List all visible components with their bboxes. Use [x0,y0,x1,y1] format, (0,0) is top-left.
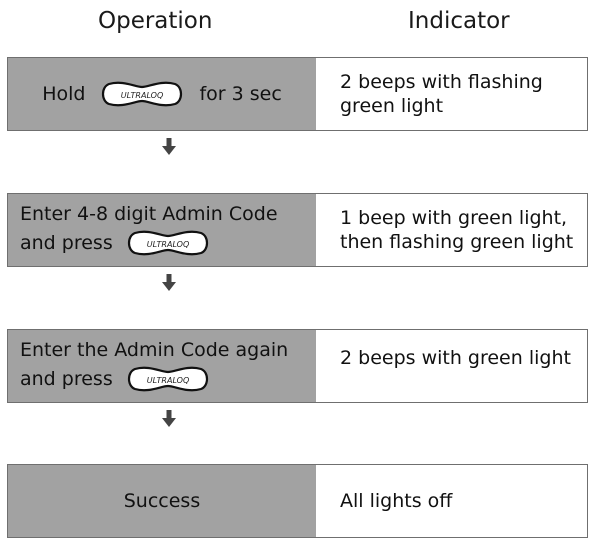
step-1-indicator-text: 2 beeps with flashing green light [340,71,543,117]
step-1-duration-text: for 3 sec [199,82,282,105]
step-2-line-1: Enter 4-8 digit Admin Code [20,203,278,225]
step-3-line-2: and press [20,367,113,390]
step-4-operation: Success [8,465,316,537]
step-2-indicator-line-2: then flashing green light [340,231,574,253]
step-1-hold-text: Hold [42,82,86,105]
key-logo-text: ULTRALOQ [146,240,189,249]
key-logo-text: ULTRALOQ [146,376,189,385]
step-row-3: Enter the Admin Code again and press ULT… [7,329,588,403]
step-4-success-text: Success [123,489,201,512]
down-arrow-icon [162,410,176,427]
step-row-2: Enter 4-8 digit Admin Code and press ULT… [7,193,588,267]
ultraloq-key-icon: ULTRALOQ [127,230,208,256]
step-2-line-2: and press [20,231,113,254]
operation-header: Operation [98,8,213,34]
ultraloq-key-icon: ULTRALOQ [102,81,183,107]
step-1-operation: Hold ULTRALOQ for 3 sec [8,58,316,130]
step-2-operation: Enter 4-8 digit Admin Code and press ULT… [8,194,316,266]
indicator-header: Indicator [408,8,510,34]
step-3-line-1: Enter the Admin Code again [20,339,289,361]
step-3-operation: Enter the Admin Code again and press ULT… [8,330,316,402]
ultraloq-key-icon: ULTRALOQ [127,366,208,392]
step-1-indicator: 2 beeps with flashing green light [316,58,587,130]
step-row-1: Hold ULTRALOQ for 3 sec 2 beeps with fla… [7,57,588,131]
key-logo-text: ULTRALOQ [121,91,164,100]
down-arrow-icon [162,274,176,291]
step-3-indicator-text: 2 beeps with green light [340,347,571,369]
down-arrow-icon [162,138,176,155]
step-2-indicator-line-1: 1 beep with green light, [340,207,568,229]
step-row-4: Success All lights off [7,464,588,538]
step-3-indicator: 2 beeps with green light [316,330,587,402]
step-2-indicator: 1 beep with green light, then flashing g… [316,194,587,266]
step-4-indicator-text: All lights off [340,490,453,512]
step-4-indicator: All lights off [316,465,587,537]
